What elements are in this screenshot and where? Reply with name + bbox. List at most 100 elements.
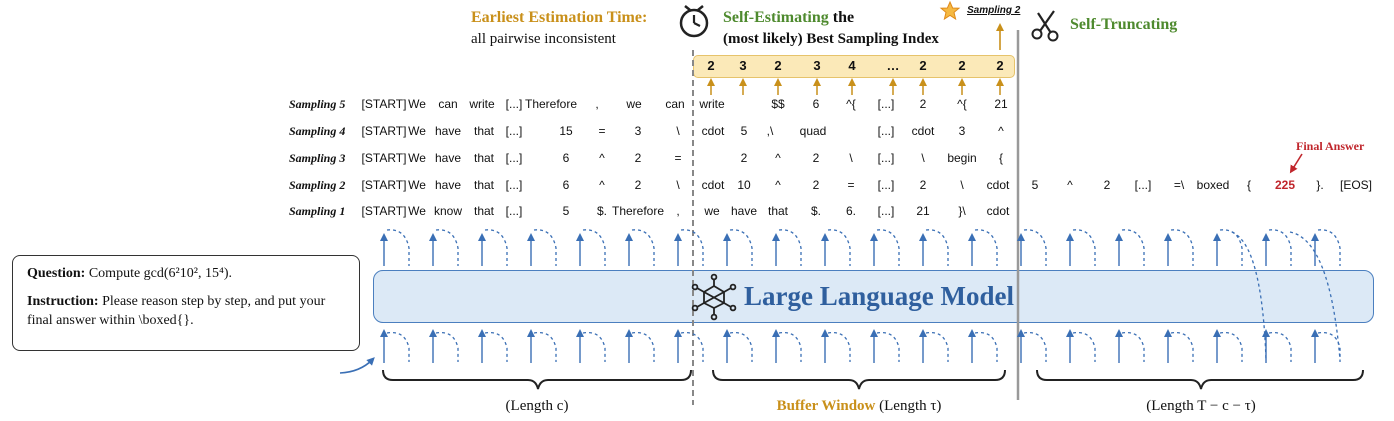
token: 21 (916, 204, 930, 218)
token: 2 (812, 151, 820, 165)
question-label: Question: (27, 266, 86, 281)
brace-buffer-window (712, 369, 1006, 390)
token: have (730, 204, 758, 218)
question-line: Question: Compute gcd(6²10², 15⁴). (27, 264, 345, 283)
token: that (473, 151, 495, 165)
clock-icon (679, 5, 709, 38)
best-index-value: 3 (739, 58, 747, 73)
best-index-strip (693, 55, 1015, 78)
sampling-2-callout: Sampling 2 (967, 5, 1021, 16)
star-icon (939, 0, 961, 21)
token: \ (676, 178, 680, 192)
feedback-curve (1121, 331, 1145, 362)
token: We (408, 97, 426, 111)
token: ^{ (957, 97, 967, 111)
token: [...] (877, 204, 895, 218)
token: ^ (998, 124, 1004, 138)
self-estimating-title: Self-Estimating the (723, 9, 854, 27)
feedback-curve (1219, 229, 1243, 266)
buffer-window-length: (Length τ) (875, 398, 942, 414)
token: 10 (737, 178, 751, 192)
token: $$ (771, 97, 785, 111)
token: { (998, 151, 1004, 165)
feedback-curve (1317, 229, 1341, 266)
feedback-curve (484, 331, 508, 362)
token: $. (810, 204, 822, 218)
token: 6 (812, 97, 820, 111)
best-index-value: 3 (813, 58, 821, 73)
token: 2 (634, 178, 642, 192)
token: have (434, 124, 462, 138)
token: [...] (877, 124, 895, 138)
llm-box (373, 270, 1374, 323)
feedback-curve (1268, 331, 1292, 362)
feedback-curve (1023, 331, 1047, 362)
feedback-curve (778, 229, 802, 266)
token: cdot (701, 178, 725, 192)
token: [START] (361, 178, 407, 192)
token: [...] (877, 97, 895, 111)
feedback-curve (1072, 229, 1096, 266)
token: 2 (1103, 178, 1111, 192)
best-sampling-index-title: (most likely) Best Sampling Index (723, 31, 939, 47)
token: 3 (634, 124, 642, 138)
feedback-curve (1170, 331, 1194, 362)
token: cdot (986, 178, 1010, 192)
token: that (767, 204, 789, 218)
feedback-curve (680, 229, 704, 266)
earliest-estimation-subtitle: all pairwise inconsistent (471, 31, 616, 47)
self-truncating-title: Self-Truncating (1070, 16, 1178, 33)
sampling-label: Sampling 3 (289, 151, 346, 165)
feedback-curve (1121, 229, 1145, 266)
final-answer-label: Final Answer (1296, 139, 1365, 153)
long-feedback-curve (1231, 231, 1267, 361)
token: cdot (986, 204, 1010, 218)
token: [START] (361, 204, 407, 218)
feedback-curve (1170, 229, 1194, 266)
token: ^ (1067, 178, 1073, 192)
feedback-curve (925, 331, 949, 362)
token: , (676, 204, 680, 218)
feedback-curve (386, 229, 410, 266)
token: }\ (958, 204, 966, 218)
token: know (433, 204, 463, 218)
feedback-curve (1268, 229, 1292, 266)
token: [...] (505, 124, 523, 138)
token: = (847, 178, 855, 192)
feedback-curve (876, 331, 900, 362)
token: [START] (361, 124, 407, 138)
network-icon (691, 273, 737, 321)
token: 2 (812, 178, 820, 192)
token: Therefore (611, 204, 665, 218)
token: 2 (919, 97, 927, 111)
token: \ (960, 178, 964, 192)
feedback-curve (435, 229, 459, 266)
scissors-icon (1031, 10, 1059, 42)
token: [START] (361, 151, 407, 165)
feedback-curve (1072, 331, 1096, 362)
token: begin (947, 151, 977, 165)
feedback-curve (582, 331, 606, 362)
token: cdot (911, 124, 935, 138)
question-text: Compute gcd(6²10², 15⁴). (85, 266, 232, 281)
token: 6 (562, 178, 570, 192)
token: have (434, 178, 462, 192)
token: 5 (1031, 178, 1039, 192)
token: we (704, 204, 720, 218)
best-index-value: 4 (848, 58, 856, 73)
token: 6 (562, 151, 570, 165)
token: , (595, 97, 599, 111)
sampling-label: Sampling 4 (289, 124, 346, 138)
feedback-curve (484, 229, 508, 266)
best-index-value: 2 (958, 58, 966, 73)
token: [...] (1134, 178, 1152, 192)
token: ^ (599, 178, 605, 192)
final-answer-arrow (1289, 153, 1303, 174)
token: that (473, 124, 495, 138)
best-index-value: 2 (707, 58, 715, 73)
token: [START] (361, 97, 407, 111)
feedback-curve (729, 331, 753, 362)
question-box: Question: Compute gcd(6²10², 15⁴). Instr… (12, 255, 360, 351)
